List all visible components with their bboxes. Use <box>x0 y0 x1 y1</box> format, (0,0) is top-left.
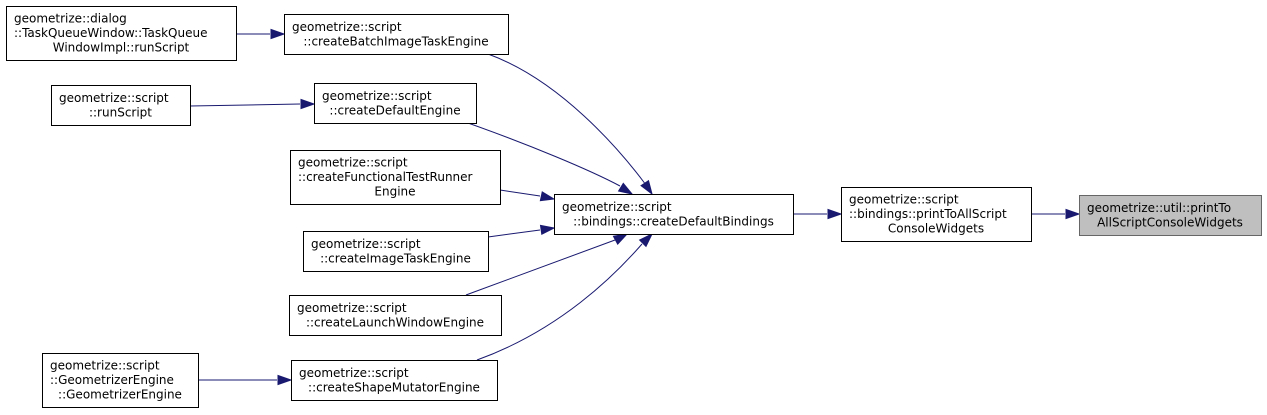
node-label-line: geometrize::script <box>562 200 672 214</box>
node-box <box>1079 195 1262 236</box>
node-label-line: geometrize::script <box>311 237 421 251</box>
node-box <box>303 231 489 272</box>
node-createDefaultEngine[interactable]: geometrize::script::createDefaultEngine <box>314 83 477 124</box>
arrowhead-icon <box>277 374 293 386</box>
arrowhead-icon <box>640 179 653 196</box>
node-label-line: ::TaskQueueWindow::TaskQueue <box>14 26 207 40</box>
node-runScript[interactable]: geometrize::script::runScript <box>51 85 191 126</box>
arrowhead-icon <box>1065 208 1081 220</box>
edge-line <box>476 243 643 361</box>
edge-createFunctionalTestRunnerEngine-to-createDefaultBindings <box>499 189 556 202</box>
node-label-line: ::runScript <box>89 105 152 119</box>
edge-createDefaultBindings-to-printToAllScriptConsoleWidgets <box>793 208 843 220</box>
edge-geometrizerEngineCtor-to-createShapeMutatorEngine <box>198 374 293 386</box>
node-createShapeMutatorEngine[interactable]: geometrize::script::createShapeMutatorEn… <box>291 360 498 401</box>
nodes-layer: geometrize::dialog::TaskQueueWindow::Tas… <box>6 6 1262 408</box>
arrowhead-icon <box>539 191 556 202</box>
node-utilPrintTo: geometrize::util::printToAllScriptConsol… <box>1079 195 1262 236</box>
node-createDefaultBindings[interactable]: geometrize::script::bindings::createDefa… <box>554 194 794 235</box>
node-box <box>554 194 794 235</box>
edge-line <box>487 229 541 238</box>
node-label-line: geometrize::script <box>322 89 432 103</box>
node-label-line: geometrize::script <box>292 20 402 34</box>
arrowhead-icon <box>539 224 556 236</box>
arrowhead-icon <box>827 208 843 220</box>
edge-createImageTaskEngine-to-createDefaultBindings <box>487 224 556 238</box>
node-box <box>289 295 502 336</box>
arrowhead-icon <box>638 232 654 248</box>
node-label-line: WindowImpl::runScript <box>53 41 190 55</box>
node-label-line: geometrize::script <box>849 193 959 207</box>
node-box <box>51 85 191 126</box>
node-createBatchImageTaskEngine[interactable]: geometrize::script::createBatchImageTask… <box>284 14 509 55</box>
edge-line <box>499 189 541 197</box>
arrowhead-icon <box>617 182 634 195</box>
node-label-line: geometrize::util::printTo <box>1087 201 1231 215</box>
arrowhead-icon <box>612 233 629 245</box>
node-box <box>291 360 498 401</box>
arrowhead-icon <box>300 98 316 110</box>
edge-line <box>189 103 301 107</box>
edge-line <box>487 53 647 186</box>
node-label-line: geometrize::script <box>298 156 408 170</box>
node-label-line: ::createDefaultEngine <box>329 103 460 117</box>
node-box <box>314 83 477 124</box>
edge-line <box>467 122 621 187</box>
edge-line <box>465 239 616 296</box>
node-label-line: ::bindings::printToAllScript <box>849 207 1007 221</box>
edge-createBatchImageTaskEngine-to-createDefaultBindings <box>487 53 653 196</box>
node-label-line: ::bindings::createDefaultBindings <box>573 214 774 228</box>
node-label-line: ::createShapeMutatorEngine <box>308 380 480 394</box>
edge-printToAllScriptConsoleWidgets-to-utilPrintTo <box>1031 208 1081 220</box>
edge-createLaunchWindowEngine-to-createDefaultBindings <box>465 233 629 296</box>
node-label-line: geometrize::dialog <box>14 12 127 26</box>
node-label-line: ::GeometrizerEngine <box>58 388 182 402</box>
arrowhead-icon <box>270 28 286 40</box>
node-label-line: Engine <box>374 185 415 199</box>
node-createLaunchWindowEngine[interactable]: geometrize::script::createLaunchWindowEn… <box>289 295 502 336</box>
edge-runScript-to-createDefaultEngine <box>189 98 316 110</box>
node-runScriptDialog[interactable]: geometrize::dialog::TaskQueueWindow::Tas… <box>6 6 237 61</box>
node-label-line: geometrize::script <box>50 359 160 373</box>
node-label-line: ::createFunctionalTestRunner <box>298 170 473 184</box>
edge-createShapeMutatorEngine-to-createDefaultBindings <box>476 232 654 361</box>
edge-createDefaultEngine-to-createDefaultBindings <box>467 122 634 195</box>
node-label-line: geometrize::script <box>299 366 409 380</box>
node-label-line: AllScriptConsoleWidgets <box>1097 215 1243 229</box>
node-printToAllScriptConsoleWidgets[interactable]: geometrize::script::bindings::printToAll… <box>841 187 1032 242</box>
node-createFunctionalTestRunnerEngine[interactable]: geometrize::script::createFunctionalTest… <box>290 150 501 205</box>
node-label-line: ::createLaunchWindowEngine <box>306 315 484 329</box>
node-label-line: geometrize::script <box>297 301 407 315</box>
node-label-line: geometrize::script <box>59 91 169 105</box>
node-label-line: ::GeometrizerEngine <box>50 373 174 387</box>
node-geometrizerEngineCtor[interactable]: geometrize::script::GeometrizerEngine::G… <box>42 353 199 408</box>
node-box <box>42 353 199 408</box>
node-createImageTaskEngine[interactable]: geometrize::script::createImageTaskEngin… <box>303 231 489 272</box>
node-box <box>290 150 501 205</box>
edges-layer <box>189 28 1081 386</box>
node-label-line: ConsoleWidgets <box>888 222 984 236</box>
node-label-line: ::createBatchImageTaskEngine <box>303 34 488 48</box>
node-label-line: ::createImageTaskEngine <box>320 251 471 265</box>
node-box <box>284 14 509 55</box>
edge-runScriptDialog-to-createBatchImageTaskEngine <box>236 28 286 40</box>
node-box <box>841 187 1032 242</box>
node-box <box>6 6 237 61</box>
